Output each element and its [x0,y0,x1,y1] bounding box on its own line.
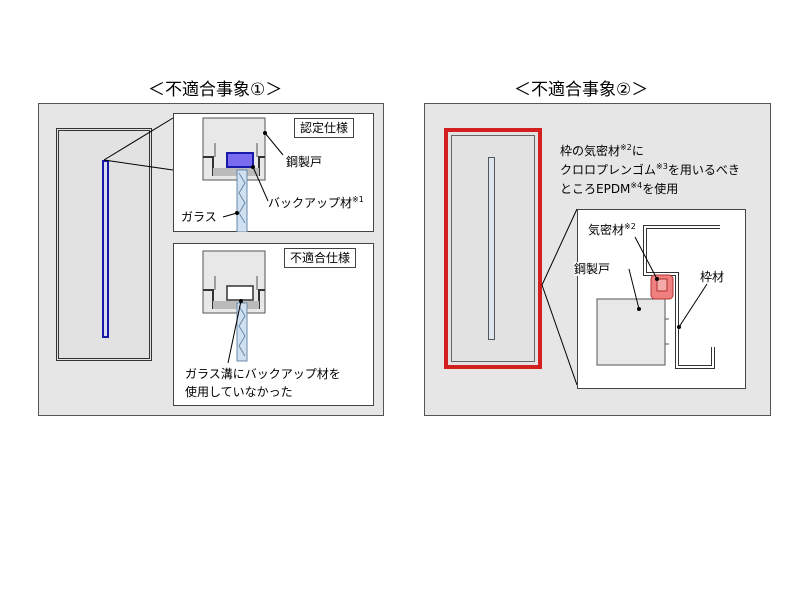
door-inner-border [451,135,535,362]
label-backup-material: バックアップ材※1 [268,195,364,210]
nonconforming-caption-line1: ガラス溝にバックアップ材を [185,367,341,381]
certified-tag: 認定仕様 [294,118,355,138]
frame-section-drawing [596,225,720,369]
glass-slit-highlight [102,160,109,338]
label-steel-door-2: 鋼製戸 [574,262,611,276]
case2-desc-line2: クロロプレンゴム※3を用いるべき [560,162,740,177]
label-steel-door-1: 鋼製戸 [286,155,323,169]
glass-slit [488,157,495,340]
nonconforming-section-drawing [202,250,266,364]
label-glass: ガラス [181,210,217,224]
nonconforming-caption-line2: 使用していなかった [185,385,293,399]
heading-case2: ＜不適合事象②＞ [514,80,649,100]
case2-desc-line1: 枠の気密材※2に [560,143,644,158]
certified-section-drawing [202,117,284,232]
heading-case1: ＜不適合事象①＞ [148,80,283,100]
label-airtight-material: 気密材※2 [588,222,636,237]
case2-desc-line3: ところEPDM※4を使用 [560,181,679,196]
nonconforming-tag: 不適合仕様 [284,248,357,268]
label-frame-material: 枠材 [700,270,725,284]
